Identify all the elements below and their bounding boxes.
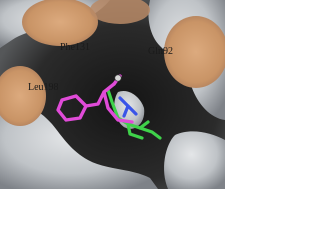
residue-label-leu198: Leu198 — [28, 82, 59, 93]
residue-label-gln92: Gln92 — [148, 46, 173, 57]
leu198-surface — [0, 66, 46, 126]
docking-image: Phe131 Gln92 Leu198 — [0, 0, 225, 189]
protein-surface-render — [0, 0, 225, 189]
phe131-surface — [22, 0, 98, 46]
gln92-surface — [164, 16, 225, 88]
ligand-blue-pose — [118, 96, 138, 118]
residue-label-phe131: Phe131 — [60, 42, 90, 53]
atom-sphere — [114, 74, 122, 82]
residue-surfaces — [0, 0, 225, 126]
